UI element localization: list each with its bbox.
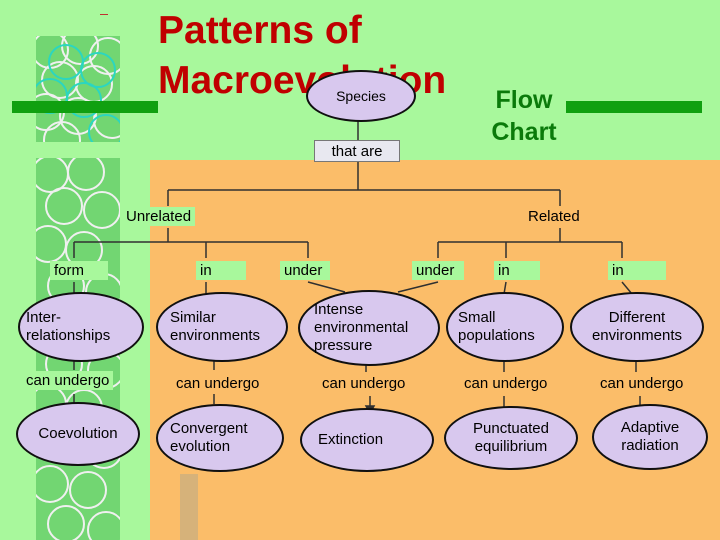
- relation-under-1: under: [280, 261, 330, 280]
- relation-in-1: in: [196, 261, 246, 280]
- branch-related[interactable]: Related: [524, 207, 584, 226]
- outcome-line: Punctuated: [473, 420, 549, 438]
- action-can-undergo-5: can undergo: [596, 374, 687, 393]
- relation-under-2: under: [412, 261, 464, 280]
- condition-line: environments: [592, 327, 682, 345]
- relation-form: form: [50, 261, 108, 280]
- outcome-line: radiation: [621, 437, 679, 455]
- outcome-line: Adaptive: [621, 419, 679, 437]
- condition-line: environments: [170, 327, 260, 345]
- condition-line: Small: [458, 309, 535, 327]
- outcome-line: Convergent: [170, 420, 248, 438]
- condition-line: Inter-: [26, 309, 110, 327]
- action-can-undergo-1: can undergo: [22, 371, 113, 390]
- branch-unrelated[interactable]: Unrelated: [122, 207, 195, 226]
- connector-label: that are: [332, 143, 383, 160]
- outcome-line: Coevolution: [38, 425, 117, 443]
- outcome-line: equilibrium: [473, 438, 549, 456]
- condition-line: Intense: [314, 301, 408, 319]
- relation-in-2: in: [494, 261, 540, 280]
- species-label: Species: [336, 87, 386, 105]
- chart-word: Chart: [480, 116, 568, 148]
- action-can-undergo-4: can undergo: [460, 374, 551, 393]
- condition-line: Similar: [170, 309, 260, 327]
- condition-line: Different: [592, 309, 682, 327]
- flow-chart-label: Flow Chart: [480, 84, 568, 148]
- condition-interrelationships[interactable]: Inter-relationships: [18, 292, 144, 362]
- outcome-line: Extinction: [318, 431, 383, 449]
- title-line-1: Patterns of: [158, 10, 362, 52]
- action-can-undergo-2: can undergo: [172, 374, 263, 393]
- outcome-coevolution[interactable]: Coevolution: [16, 402, 140, 466]
- relation-in-3: in: [608, 261, 666, 280]
- action-can-undergo-3: can undergo: [318, 374, 409, 393]
- connector-that-are: that are: [314, 140, 400, 162]
- outcome-line: evolution: [170, 438, 248, 456]
- condition-line: populations: [458, 327, 535, 345]
- flow-word: Flow: [480, 84, 568, 116]
- outcome-extinction[interactable]: Extinction: [300, 408, 434, 472]
- species-node[interactable]: Species: [306, 70, 416, 122]
- condition-line: environmental: [314, 319, 408, 337]
- condition-line: pressure: [314, 337, 408, 355]
- condition-line: relationships: [26, 327, 110, 345]
